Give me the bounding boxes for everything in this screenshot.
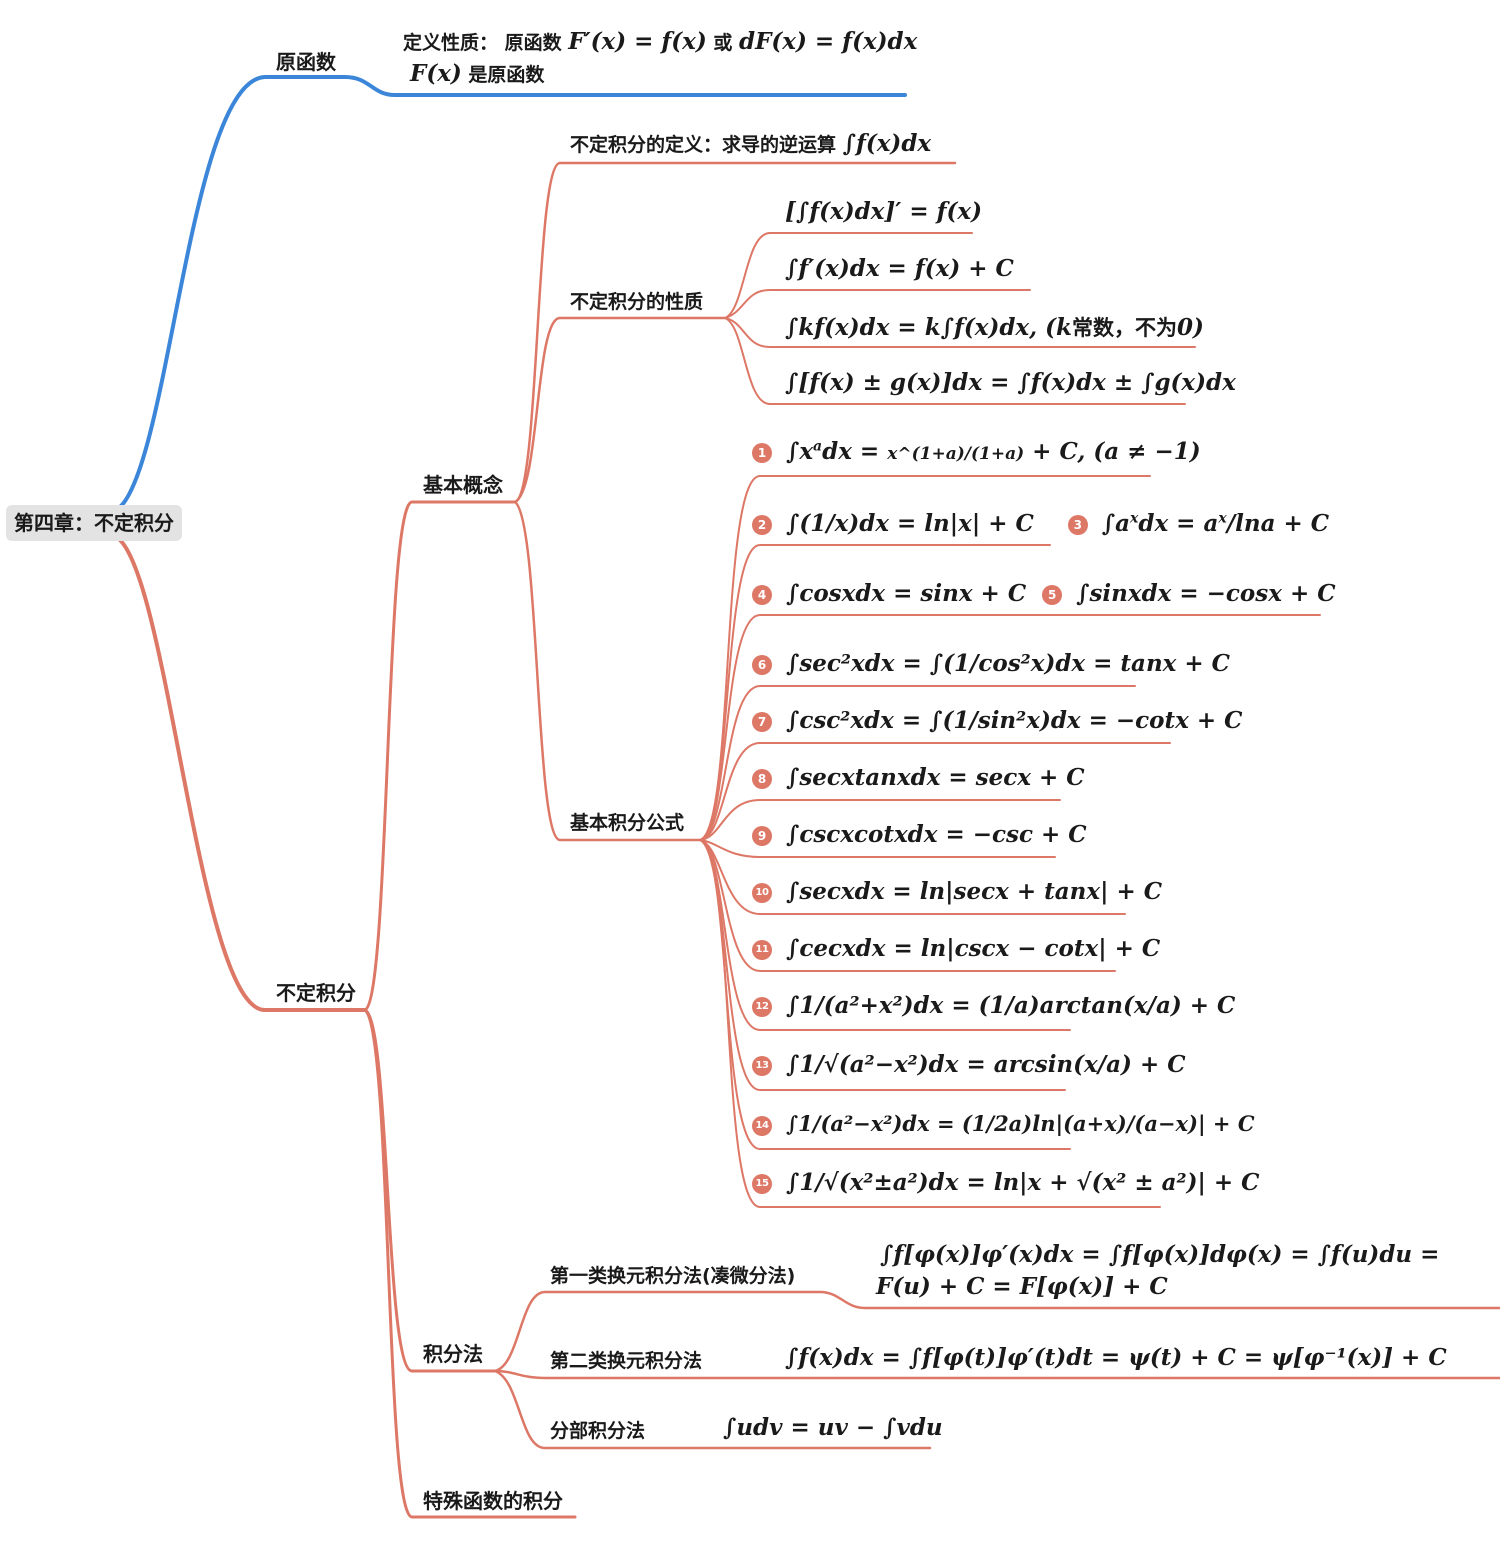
formula-10: 10∫secxdx = ln|secx + tanx| + C	[752, 878, 1162, 905]
parts-formula: ∫udv = uv − ∫vdu	[723, 1414, 943, 1441]
property-4: ∫[f(x) ± g(x)]dx = ∫f(x)dx ± ∫g(x)dx	[785, 369, 1236, 396]
topic-first-substitution[interactable]: 第一类换元积分法(凑微分法)	[550, 1265, 796, 1287]
root-topic[interactable]: 第四章：不定积分	[6, 505, 182, 541]
topic-properties[interactable]: 不定积分的性质	[570, 291, 704, 313]
property-1: [∫f(x)dx]′ = f(x)	[785, 198, 982, 225]
topic-integration-methods[interactable]: 积分法	[423, 1342, 483, 1366]
topic-special-functions[interactable]: 特殊函数的积分	[423, 1489, 563, 1513]
first-substitution-line2: F(u) + C = F[φ(x)] + C	[876, 1273, 1168, 1300]
property-3: ∫kf(x)dx = k∫f(x)dx, (k常数，不为0)	[785, 314, 1204, 341]
formula-12: 12∫1/(a²+x²)dx = (1/a)arctan(x/a) + C	[752, 992, 1235, 1019]
topic-indefinite-integral[interactable]: 不定积分	[276, 981, 356, 1005]
formula-11: 11∫cecxdx = ln|cscx − cotx| + C	[752, 935, 1160, 962]
formula-13: 13∫1/√(a²−x²)dx = arcsin(x/a) + C	[752, 1051, 1186, 1078]
topic-second-substitution[interactable]: 第二类换元积分法	[550, 1350, 703, 1372]
definition-node[interactable]: 不定积分的定义：求导的逆运算 ∫f(x)dx	[570, 130, 932, 157]
formula-14: 14∫1/(a²−x²)dx = (1/2a)ln|(a+x)/(a−x)| +…	[752, 1111, 1255, 1136]
topic-basic-concepts[interactable]: 基本概念	[423, 473, 503, 497]
formula-15: 15∫1/√(x²±a²)dx = ln|x + √(x² ± a²)| + C	[752, 1169, 1259, 1196]
formula-8: 8∫secxtanxdx = secx + C	[752, 764, 1085, 791]
topic-antiderivative[interactable]: 原函数	[276, 50, 336, 74]
property-2: ∫f′(x)dx = f(x) + C	[785, 255, 1014, 282]
topic-integration-by-parts[interactable]: 分部积分法	[550, 1420, 646, 1442]
formula-6: 6∫sec²xdx = ∫(1/cos²x)dx = tanx + C	[752, 650, 1230, 677]
topic-basic-formulas[interactable]: 基本积分公式	[570, 812, 685, 834]
formula-7: 7∫csc²xdx = ∫(1/sin²x)dx = −cotx + C	[752, 707, 1242, 734]
antiderivative-definition: 定义性质： 原函数 F′(x) = f(x) 或 dF(x) = f(x)dx	[403, 28, 918, 55]
formula-1: 1∫xadx = x^(1+a)/(1+a) + C, (a ≠ −1)	[752, 438, 1201, 465]
second-substitution-formula: ∫f(x)dx = ∫f[φ(t)]φ′(t)dt = ψ(t) + C = ψ…	[785, 1344, 1447, 1371]
antiderivative-note: F(x) 是原函数	[410, 60, 545, 87]
formula-9: 9∫cscxcotxdx = −csc + C	[752, 821, 1087, 848]
formula-4: 4∫cosxdx = sinx + C 5∫sinxdx = −cosx + C	[752, 580, 1336, 607]
first-substitution-line1: ∫f[φ(x)]φ′(x)dx = ∫f[φ(x)]dφ(x) = ∫f(u)d…	[880, 1241, 1440, 1268]
